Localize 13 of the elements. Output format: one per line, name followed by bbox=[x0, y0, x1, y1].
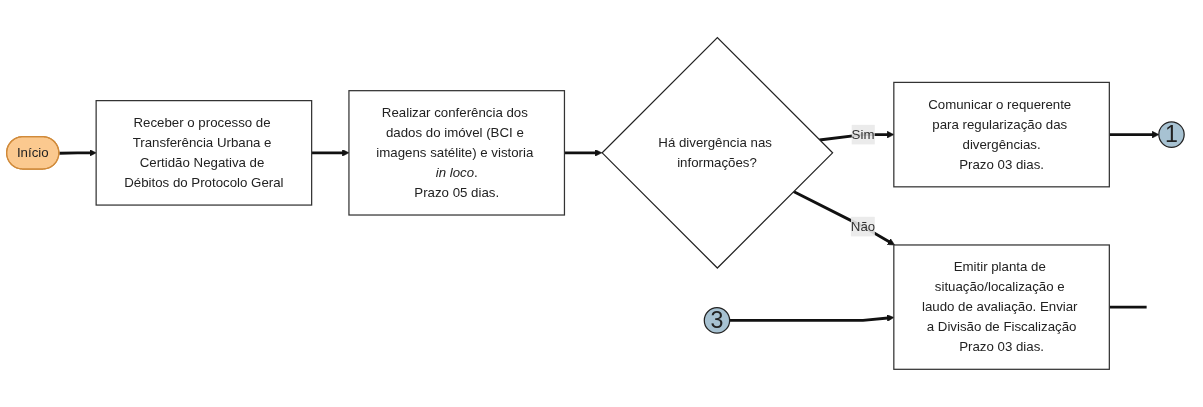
node-circle: 1 bbox=[1158, 121, 1185, 148]
node-diamond: Há divergência nas informações? bbox=[601, 36, 834, 269]
arrow bbox=[564, 149, 603, 157]
connector bbox=[1109, 305, 1147, 309]
node-box: Emitir planta de situação/localização e laudo de avaliação. Enviar a Divisão de Fiscalização Prazo 03 dias. bbox=[893, 244, 1110, 370]
node-circle: 3 bbox=[703, 307, 731, 334]
arrow bbox=[792, 190, 895, 246]
node-box: Comunicar o requerente para regularização das divergências. Prazo 03 dias. bbox=[893, 81, 1110, 188]
node-box: Receber o processo de Transferência Urbana e Certidão Negativa de Débitos do Protocolo Geral bbox=[95, 100, 313, 206]
arrow bbox=[59, 149, 97, 157]
edge-label: Sim bbox=[851, 127, 875, 142]
edge-label: Não bbox=[850, 219, 876, 234]
node-box: Realizar conferência dos dados do imóvel (BCI e imagens satélite) e vistoria in loco. Prazo 05 dias. bbox=[348, 90, 566, 216]
